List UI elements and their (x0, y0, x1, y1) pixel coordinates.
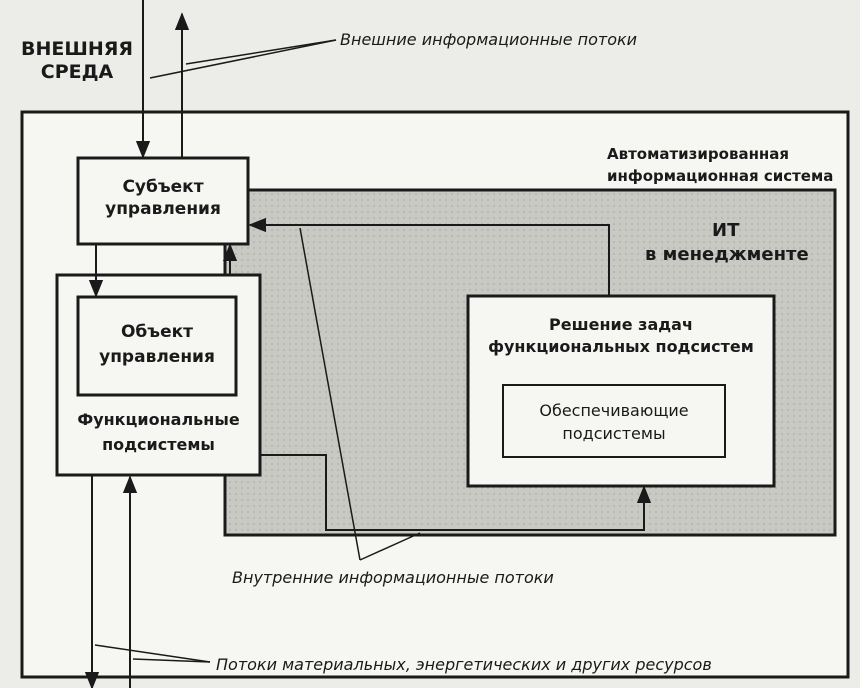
tasks-line1: Решение задач (549, 315, 693, 334)
it-line2: в менеджменте (645, 244, 809, 265)
internal-flows-label: Внутренние информационные потоки (232, 568, 554, 587)
object-label: Объект управления (78, 320, 236, 369)
it-line1: ИТ (712, 220, 740, 241)
functional-to-tasks-arrow (260, 454, 652, 531)
subject-line1: Субъект (122, 177, 204, 197)
support-box (502, 384, 726, 458)
ais-line2: информационная система (607, 166, 834, 185)
resource-flow-pointer-1 (94, 644, 211, 663)
ais-label: Автоматизированная информационная систем… (607, 144, 833, 188)
external-flows-label: Внешние информационные потоки (340, 30, 638, 49)
support-label: Обеспечивающие подсистемы (503, 399, 725, 445)
subject-label: Субъект управления (78, 176, 248, 220)
tasks-to-subject-arrow (248, 217, 610, 296)
functional-line1: Функциональные (77, 410, 240, 429)
external-env-line2: СРЕДА (40, 60, 114, 83)
object-line1: Объект (120, 322, 194, 342)
external-environment-label: ВНЕШНЯЯ СРЕДА (18, 38, 136, 84)
support-line2: подсистемы (562, 424, 666, 444)
ais-line1: Автоматизированная (607, 145, 790, 163)
subject-box (76, 156, 250, 246)
tasks-label: Решение задач функциональных подсистем (468, 314, 774, 359)
functional-line2: подсистемы (102, 434, 215, 454)
subject-line2: управления (105, 199, 221, 220)
object-line2: управления (99, 346, 215, 367)
external-env-line1: ВНЕШНЯЯ (21, 38, 133, 60)
resource-flow-pointer-2 (132, 658, 211, 663)
resource-flows-label: Потоки материальных, энергетических и др… (216, 655, 712, 674)
internal-flow-pointer-1 (299, 227, 361, 561)
internal-flow-pointer-2 (359, 532, 421, 561)
ext-flow-pointer-2 (185, 39, 337, 65)
support-line1: Обеспечивающие (539, 401, 689, 420)
ext-flow-pointer-1 (149, 39, 337, 79)
object-box (76, 295, 238, 397)
tasks-line2: функциональных подсистем (488, 337, 754, 357)
it-management-label: ИТ (712, 219, 739, 242)
functional-label: Функциональные подсистемы (57, 408, 260, 458)
